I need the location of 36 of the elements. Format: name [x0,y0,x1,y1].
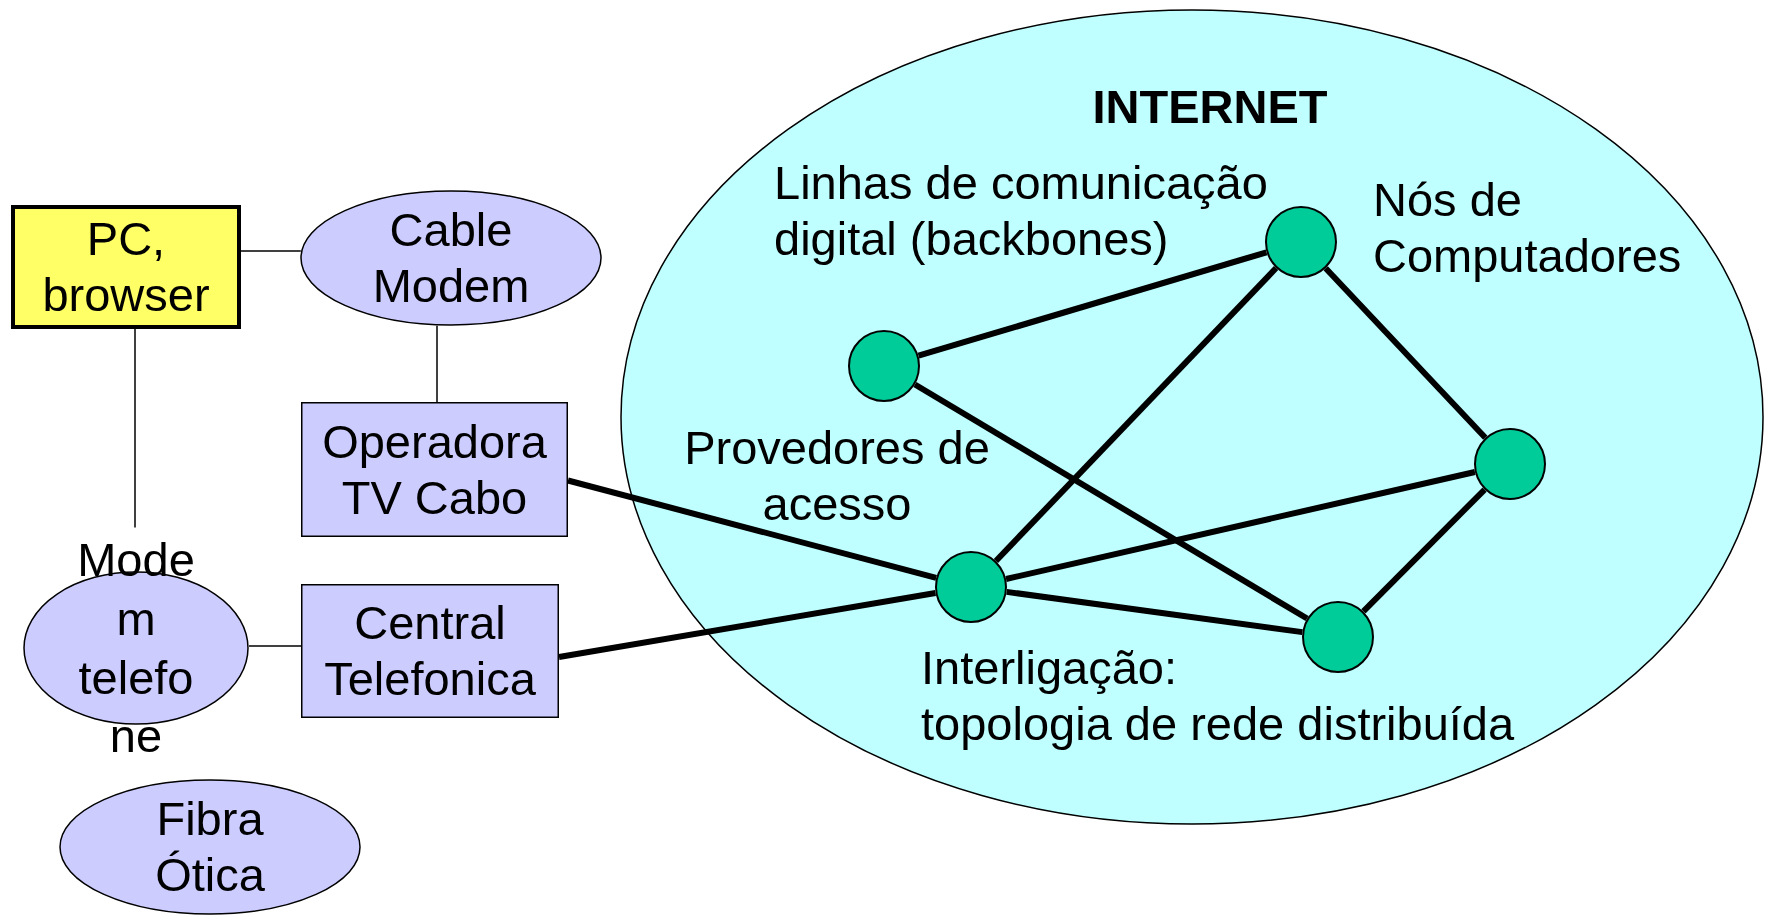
annotation-text: Nós de Computadores [1373,172,1683,285]
network-node-circle [1474,428,1546,500]
connector-line [1005,469,1476,582]
network-node-circle [848,330,920,402]
network-node-circle [1265,206,1337,278]
connector-line [1361,487,1487,614]
connector-line [1323,266,1488,440]
network-node-circle [935,551,1007,623]
connector-line [993,265,1279,564]
annotation-text: Interligação: [921,640,1179,696]
connector-line [1006,588,1303,636]
annotation-text: Provedores de acesso [683,420,991,533]
connector-line [248,645,302,647]
node-label: Cable Modem [371,201,531,314]
connector-line [134,328,136,529]
connector-line [917,249,1268,359]
node-label: Central Telefonica [323,594,537,707]
medium-ellipse [59,779,361,915]
connector-line [913,381,1309,622]
exchange-box [301,584,559,718]
node-label: Fibra Ótica [154,790,266,903]
connector-line [567,477,937,581]
node-label: Modem telefone [76,531,196,764]
connector-line [240,250,302,252]
connector-line [558,590,936,660]
annotation-text: Linhas de comunicação digital (backbones) [774,155,1269,268]
device-ellipse [300,190,602,326]
annotation-text: topologia de rede distribuída [921,696,1516,752]
node-label: INTERNET [1091,79,1329,135]
node-label: Operadora TV Cabo [321,413,548,526]
node-label: PC, browser [41,210,211,323]
provider-box [301,402,568,537]
network-ellipse [620,9,1764,825]
network-node-circle [1302,601,1374,673]
connector-line [436,324,438,403]
computer-box [11,205,241,329]
